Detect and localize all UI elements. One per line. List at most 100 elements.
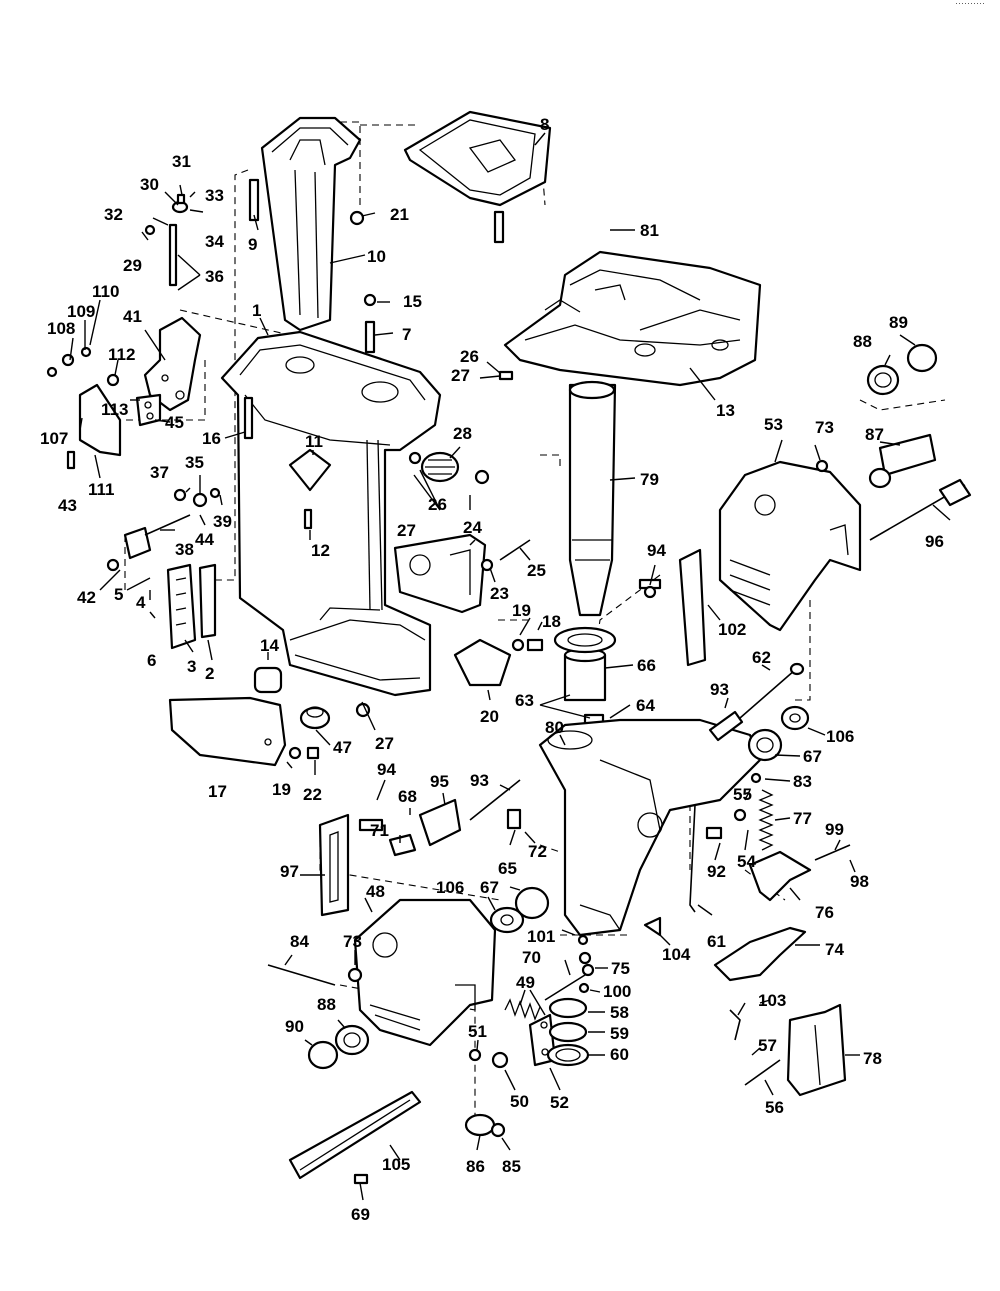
callout: 44	[195, 530, 214, 549]
callout: 68	[398, 787, 417, 806]
part-56-pin	[744, 1059, 781, 1086]
callout: 31	[172, 152, 191, 171]
small-fasteners	[46, 178, 851, 1185]
part-47-grommet	[299, 706, 331, 730]
callout: 47	[333, 738, 352, 757]
callout: 98	[850, 872, 869, 891]
corner-mark: ··········	[955, 0, 985, 8]
callout: 63	[515, 691, 534, 710]
callout: 96	[925, 532, 944, 551]
part-58-60-rings	[546, 997, 590, 1067]
callout: 9	[248, 235, 257, 254]
callout: 50	[510, 1092, 529, 1111]
callout: 23	[490, 584, 509, 603]
callout: 4	[136, 593, 146, 612]
callout: 113	[101, 400, 128, 419]
callout: 53	[764, 415, 783, 434]
callout: 70	[522, 948, 541, 967]
callout: 93	[710, 680, 729, 699]
callout: 16	[202, 429, 221, 448]
leader-lines	[69, 132, 951, 1201]
callout: 65	[498, 859, 517, 878]
callout: 26	[460, 347, 479, 366]
part-78-bracket	[786, 1003, 847, 1097]
callout: 81	[640, 221, 659, 240]
callout: 5	[114, 585, 123, 604]
part-67-bushing	[747, 728, 783, 762]
callout: 94	[647, 541, 666, 560]
callout: 90	[285, 1017, 304, 1036]
callout-numbers: 1 2 3 4 5 6 7 8 9 10 11 12 13 14 15 16 1…	[40, 115, 944, 1224]
callout: 54	[737, 852, 756, 871]
part-89-cap	[906, 343, 938, 373]
callout: 103	[758, 991, 786, 1010]
part-74-lever	[713, 926, 807, 982]
callout: 67	[803, 747, 822, 766]
part-8-gasket	[403, 110, 552, 207]
callout: 97	[280, 862, 299, 881]
callout: 26	[428, 495, 447, 514]
callout: 27	[397, 521, 416, 540]
callout: 77	[793, 809, 812, 828]
callout: 76	[815, 903, 834, 922]
callout: 104	[662, 945, 691, 964]
callout: 32	[104, 205, 123, 224]
callout: 55	[733, 785, 752, 804]
callout: 12	[311, 541, 330, 560]
callout: 19	[272, 780, 291, 799]
callout: 94	[377, 760, 396, 779]
part-77-spring	[758, 789, 774, 851]
callout: 22	[303, 785, 322, 804]
callout: 71	[370, 821, 389, 840]
callout: 1	[252, 301, 261, 320]
callout: 57	[758, 1036, 777, 1055]
callout: 15	[403, 292, 422, 311]
callout: 51	[468, 1022, 487, 1041]
callout: 52	[550, 1093, 569, 1112]
callout: 102	[718, 620, 746, 639]
callout: 37	[150, 463, 169, 482]
part-2-gasket	[198, 563, 217, 639]
part-105-bracket	[288, 1090, 422, 1180]
part-48-stern-bracket	[353, 898, 497, 1047]
callout: 108	[47, 319, 75, 338]
callout: 100	[603, 982, 631, 1001]
callout: 42	[77, 588, 96, 607]
part-102-link	[678, 548, 707, 667]
part-97-link	[318, 813, 350, 917]
callout: 92	[707, 862, 726, 881]
callout: 85	[502, 1157, 521, 1176]
part-87-sleeve	[868, 433, 937, 489]
callout: 64	[636, 696, 655, 715]
part-67b-bushing	[514, 886, 550, 920]
part-80-swivel-bracket	[538, 718, 762, 937]
callout: 99	[825, 820, 844, 839]
part-76-lever	[748, 850, 812, 902]
part-106-washer	[780, 705, 810, 731]
callout: 61	[707, 932, 726, 951]
callout: 25	[527, 561, 546, 580]
part-41-bracket	[143, 316, 202, 412]
callout: 59	[610, 1024, 629, 1043]
part-88b-nut	[334, 1024, 370, 1056]
callout: 21	[390, 205, 409, 224]
part-84-bolt	[267, 964, 336, 986]
callout: 58	[610, 1003, 629, 1022]
callout: 73	[343, 932, 362, 951]
part-88-nut	[866, 364, 900, 396]
callout: 93	[470, 771, 489, 790]
callout: 80	[545, 718, 564, 737]
callout: 28	[453, 424, 472, 443]
part-28-mount	[420, 451, 460, 483]
callout: 24	[463, 518, 482, 537]
callout: 86	[466, 1157, 485, 1176]
part-3-shift-cover	[166, 563, 197, 650]
callout: 7	[402, 325, 411, 344]
callout: 79	[640, 470, 659, 489]
callout: 14	[260, 636, 279, 655]
callout: 106	[436, 878, 464, 897]
part-1-midsection	[220, 330, 442, 697]
part-79-steering-tube	[568, 380, 617, 617]
callout: 10	[367, 247, 386, 266]
